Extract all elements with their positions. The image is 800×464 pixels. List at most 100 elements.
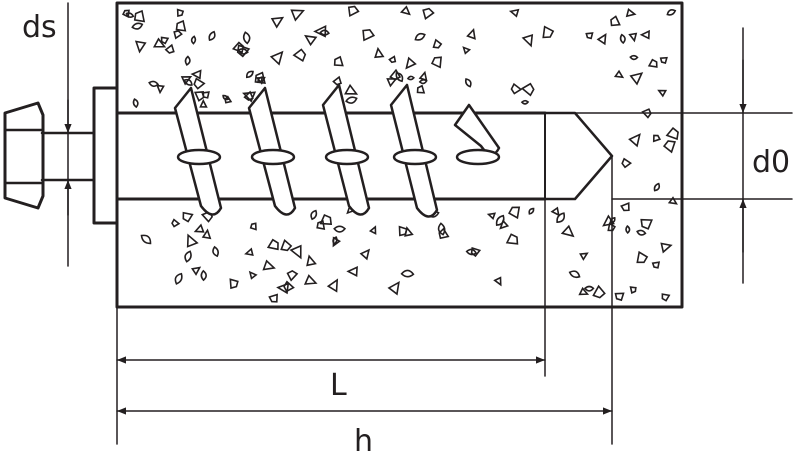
aggregate-pebble bbox=[319, 213, 333, 226]
d0-label: d0 bbox=[752, 145, 790, 180]
aggregate-pebble bbox=[310, 209, 318, 221]
aggregate-pebble bbox=[190, 35, 197, 45]
aggregate-pebble bbox=[292, 48, 307, 62]
aggregate-pebble bbox=[636, 250, 649, 264]
aggregate-pebble bbox=[585, 32, 594, 40]
aggregate-pebble bbox=[262, 259, 276, 271]
aggregate-pebble bbox=[613, 69, 625, 79]
aggregate-pebble bbox=[160, 36, 170, 45]
aggregate-pebble bbox=[583, 285, 595, 292]
aggregate-pebble bbox=[374, 46, 385, 59]
aggregate-pebble bbox=[266, 238, 279, 251]
aggregate-pebble bbox=[242, 31, 251, 45]
aggregate-pebble bbox=[152, 37, 167, 48]
aggregate-pebble bbox=[175, 19, 187, 32]
aggregate-pebble bbox=[389, 68, 402, 81]
aggregate-pebble bbox=[368, 225, 377, 235]
aggregate-pebble bbox=[395, 72, 404, 83]
aggregate-pebble bbox=[208, 30, 216, 42]
aggregate-pebble bbox=[140, 234, 152, 245]
aggregate-pebble bbox=[550, 206, 560, 217]
aggregate-pebble bbox=[592, 284, 606, 299]
aggregate-pebble bbox=[190, 69, 202, 80]
aggregate-pebble bbox=[610, 15, 621, 27]
aggregate-pebble bbox=[201, 91, 210, 99]
aggregate-pebble bbox=[625, 224, 631, 235]
aggregate-pebble bbox=[596, 32, 607, 46]
aggregate-pebble bbox=[629, 72, 644, 86]
aggregate-pebble bbox=[248, 270, 258, 280]
fin-rivet bbox=[176, 148, 222, 166]
aggregate-pebble bbox=[640, 218, 653, 230]
aggregate-pebble bbox=[578, 286, 590, 296]
ds-dimension: ds bbox=[22, 2, 72, 267]
aggregate-pebble bbox=[660, 242, 673, 254]
aggregate-pebble bbox=[495, 214, 505, 226]
aggregate-pebble bbox=[404, 226, 414, 237]
aggregate-pebble bbox=[131, 22, 144, 30]
aggregate-pebble bbox=[542, 25, 555, 39]
d0-dimension: d0 bbox=[544, 27, 793, 284]
h-dimension: h bbox=[116, 155, 613, 459]
aggregate-pebble bbox=[156, 84, 165, 95]
aggregate-pebble bbox=[306, 254, 317, 267]
aggregate-pebble bbox=[556, 212, 566, 224]
aggregate-pebble bbox=[667, 196, 678, 205]
aggregate-pebble bbox=[629, 54, 639, 61]
aggregate-pebble bbox=[190, 266, 202, 276]
aggregate-pebble bbox=[466, 27, 476, 40]
expansion-fins bbox=[173, 83, 501, 218]
aggregate-pebble bbox=[508, 8, 520, 18]
aggregate-pebble bbox=[289, 244, 302, 260]
aggregate-pebble bbox=[499, 219, 510, 230]
aggregate-pebble bbox=[184, 55, 191, 66]
aggregate-pebble bbox=[470, 246, 482, 258]
aggregate-pebble bbox=[122, 9, 130, 19]
aggregate-pebble bbox=[619, 33, 626, 45]
aggregate-pebble bbox=[148, 80, 160, 87]
aggregate-pebble bbox=[269, 50, 284, 66]
aggregate-pebble bbox=[249, 222, 257, 231]
aggregate-pebble bbox=[430, 56, 442, 69]
aggregate-pebble bbox=[636, 229, 647, 236]
aggregate-pebble bbox=[270, 16, 285, 29]
aggregate-pebble bbox=[359, 248, 371, 261]
aggregate-pebble bbox=[333, 225, 347, 233]
aggregate-pebble bbox=[422, 7, 435, 20]
aggregate-pebble bbox=[134, 40, 147, 54]
aggregate-pebble bbox=[520, 82, 535, 97]
aggregate-pebble bbox=[386, 78, 398, 88]
aggregate-pebble bbox=[666, 9, 677, 16]
aggregate-pebble bbox=[659, 56, 668, 65]
aggregate-pebble bbox=[347, 5, 360, 18]
aggregate-pebble bbox=[237, 48, 249, 55]
hex-bolt-head-icon bbox=[3, 101, 45, 210]
concrete-aggregate-pattern bbox=[122, 5, 679, 303]
aggregate-pebble bbox=[313, 25, 327, 38]
aggregate-pebble bbox=[184, 250, 192, 263]
aggregate-pebble bbox=[621, 157, 633, 169]
aggregate-pebble bbox=[438, 227, 450, 240]
aggregate-pebble bbox=[628, 32, 638, 43]
aggregate-pebble bbox=[641, 108, 652, 119]
conical-tip-icon bbox=[543, 111, 614, 201]
aggregate-pebble bbox=[399, 5, 411, 16]
aggregate-pebble bbox=[657, 89, 668, 98]
aggregate-pebble bbox=[465, 248, 478, 256]
aggregate-pebble bbox=[464, 78, 472, 88]
aggregate-pebble bbox=[432, 38, 443, 49]
aggregate-pebble bbox=[280, 239, 293, 252]
aggregate-pebble bbox=[647, 58, 658, 68]
aggregate-pebble bbox=[607, 222, 617, 232]
aggregate-pebble bbox=[388, 55, 397, 64]
aggregate-pebble bbox=[332, 75, 343, 86]
aggregate-pebble bbox=[171, 218, 181, 228]
aggregate-pebble bbox=[414, 32, 426, 41]
h-label: h bbox=[354, 424, 373, 459]
aggregate-pebble bbox=[462, 46, 472, 55]
aggregate-pebble bbox=[164, 43, 175, 54]
aggregate-pebble bbox=[406, 75, 415, 81]
aggregate-pebble bbox=[639, 29, 650, 40]
aggregate-pebble bbox=[505, 233, 519, 245]
